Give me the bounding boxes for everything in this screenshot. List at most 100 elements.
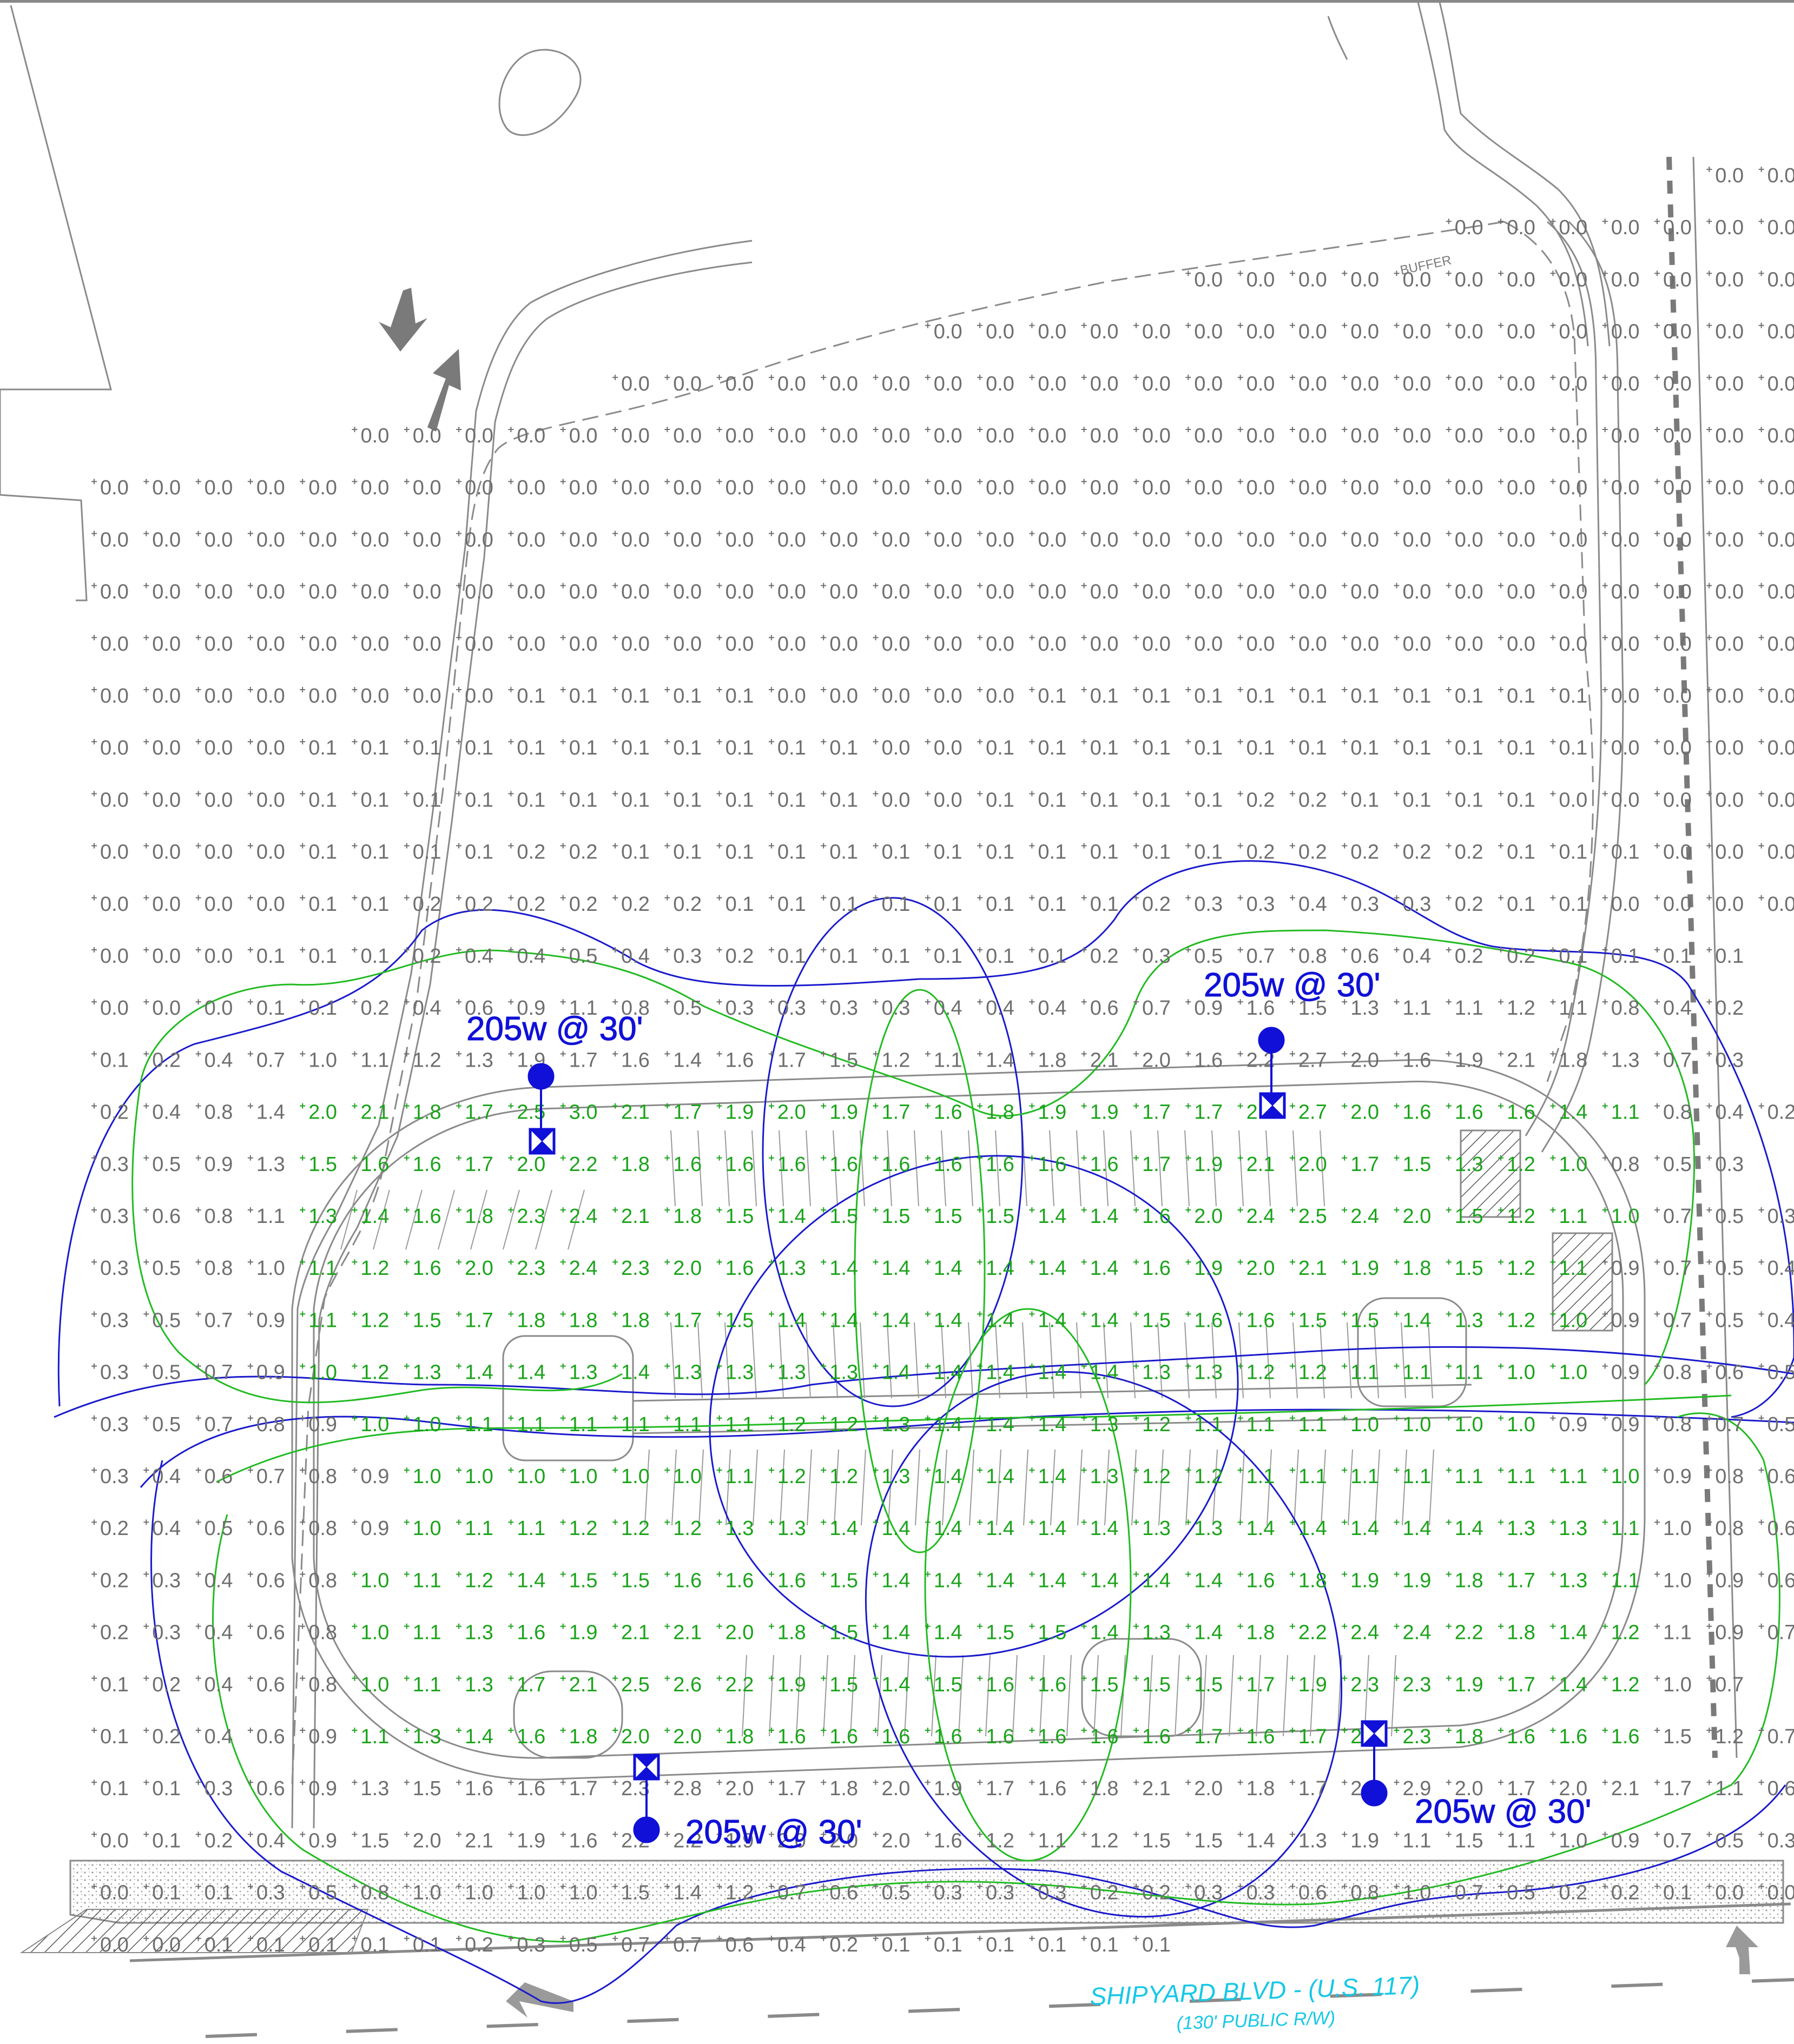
- grid-point-marker: [612, 427, 618, 432]
- illuminance-value: 0.1: [725, 841, 754, 864]
- grid-point-marker: [768, 1728, 774, 1733]
- illuminance-value: 0.5: [1715, 1205, 1744, 1228]
- illuminance-value: 1.3: [361, 1777, 390, 1800]
- grid-point-marker: [1706, 531, 1712, 537]
- illuminance-value: 2.1: [1142, 1777, 1171, 1800]
- illuminance-value: 1.5: [1194, 1829, 1223, 1852]
- illuminance-value: 1.0: [1507, 1361, 1535, 1384]
- grid-point-marker: [300, 895, 306, 901]
- illuminance-value: 0.0: [882, 528, 911, 551]
- illuminance-value: 1.1: [725, 1465, 754, 1488]
- stall-stripe: [1039, 1655, 1045, 1737]
- illuminance-value: 0.0: [100, 685, 129, 707]
- illuminance-value: 0.0: [1715, 1882, 1744, 1904]
- grid-point-marker: [508, 1728, 514, 1733]
- grid-point-marker: [1706, 1311, 1712, 1317]
- grid-point-marker: [1706, 1467, 1712, 1473]
- illuminance-value: 0.9: [361, 1465, 390, 1488]
- grid-point-marker: [1289, 479, 1295, 485]
- grid-point-marker: [1706, 999, 1712, 1005]
- illuminance-value: 1.5: [829, 1622, 858, 1644]
- illuminance-value: 1.1: [1298, 1465, 1327, 1488]
- grid-point-marker: [1394, 999, 1400, 1005]
- illuminance-value: 0.1: [1246, 685, 1275, 707]
- stall-stripe: [671, 1449, 677, 1526]
- illuminance-value: 0.2: [1298, 789, 1327, 811]
- grid-point-marker: [560, 947, 566, 952]
- grid-point-marker: [404, 1883, 410, 1889]
- grid-point-marker: [977, 895, 983, 901]
- illuminance-value: 0.1: [829, 893, 858, 916]
- grid-point-marker: [1029, 1207, 1035, 1213]
- grid-point-marker: [1289, 270, 1295, 276]
- illuminance-value: 0.1: [986, 1934, 1014, 1956]
- grid-point-marker: [1498, 1675, 1504, 1681]
- grid-point-marker: [873, 1675, 879, 1681]
- illuminance-value: 1.6: [1246, 1725, 1275, 1748]
- landscape-strip-south: [69, 1860, 1784, 1924]
- grid-point-marker: [1602, 1831, 1608, 1837]
- illuminance-value: 1.4: [882, 1569, 911, 1592]
- illuminance-value: 0.0: [256, 477, 285, 499]
- grid-point-marker: [300, 1155, 306, 1161]
- contour-1fc-mid: [216, 1394, 1732, 1483]
- grid-point-marker: [247, 1935, 253, 1941]
- illuminance-value: 0.0: [100, 1829, 129, 1852]
- grid-point-marker: [821, 791, 827, 797]
- illuminance-value: 1.4: [1038, 1309, 1066, 1332]
- stall-stripe: [904, 1655, 909, 1737]
- illuminance-value: 1.5: [986, 1205, 1014, 1228]
- grid-point-marker: [1237, 1415, 1243, 1421]
- grid-point-marker: [1602, 1883, 1608, 1889]
- illuminance-value: 0.0: [1455, 216, 1483, 239]
- illuminance-value: 0.1: [1559, 841, 1587, 864]
- illuminance-value: 0.0: [1611, 425, 1640, 447]
- illuminance-value: 0.0: [1090, 633, 1119, 656]
- grid-point-marker: [1133, 1103, 1139, 1109]
- illuminance-value: 0.1: [829, 841, 858, 864]
- illuminance-value: 1.5: [1142, 1829, 1171, 1852]
- grid-point-marker: [456, 1467, 462, 1473]
- grid-point-marker: [1758, 531, 1764, 537]
- illuminance-value: 0.2: [1350, 841, 1379, 864]
- illuminance-value: 0.0: [1194, 528, 1223, 551]
- pole-base-icon: [1259, 1092, 1286, 1119]
- grid-point-marker: [195, 583, 201, 588]
- grid-point-marker: [195, 1259, 201, 1265]
- grid-point-marker: [925, 1780, 931, 1785]
- grid-point-marker: [1498, 1051, 1504, 1057]
- stall-stripe: [995, 1322, 1000, 1399]
- illuminance-value: 0.0: [934, 685, 962, 707]
- grid-point-marker: [925, 322, 931, 328]
- illuminance-value: 1.8: [569, 1725, 598, 1748]
- fixture-nw[interactable]: 205w @ 30': [466, 1010, 643, 1155]
- illuminance-value: 0.0: [1715, 216, 1744, 239]
- grid-point-marker: [716, 1831, 722, 1837]
- illuminance-value: 0.0: [1507, 477, 1535, 499]
- illuminance-value: 0.1: [361, 893, 390, 916]
- illuminance-value: 0.0: [1350, 633, 1379, 656]
- grid-point-marker: [612, 634, 618, 640]
- fixture-ne[interactable]: 205w @ 30': [1204, 967, 1381, 1119]
- illuminance-value: 0.1: [1403, 789, 1432, 811]
- illuminance-value: 0.0: [777, 581, 806, 604]
- illuminance-value: 0.2: [100, 1101, 129, 1124]
- illuminance-value: 0.1: [152, 1829, 181, 1852]
- stall-stripe: [888, 1449, 893, 1526]
- illuminance-value: 0.1: [361, 737, 390, 759]
- illuminance-value: 1.9: [1350, 1569, 1379, 1592]
- grid-point-marker: [925, 479, 931, 485]
- illuminance-value: 0.1: [308, 841, 337, 864]
- illuminance-value: 1.1: [1507, 1465, 1535, 1488]
- stall-stripe: [887, 1322, 892, 1399]
- grid-point-marker: [1237, 479, 1243, 485]
- fixture-sw[interactable]: 205w @ 30': [633, 1754, 862, 1851]
- illuminance-value: 1.6: [413, 1257, 441, 1280]
- illuminance-value: 2.2: [1298, 1622, 1327, 1644]
- parking-island-1: [502, 1335, 634, 1461]
- stall-stripe: [860, 1322, 865, 1399]
- illuminance-value: 0.1: [1090, 893, 1119, 916]
- fixture-se[interactable]: 205w @ 30': [1361, 1720, 1592, 1831]
- illuminance-value: 0.0: [1559, 216, 1587, 239]
- grid-point-marker: [1446, 1519, 1452, 1525]
